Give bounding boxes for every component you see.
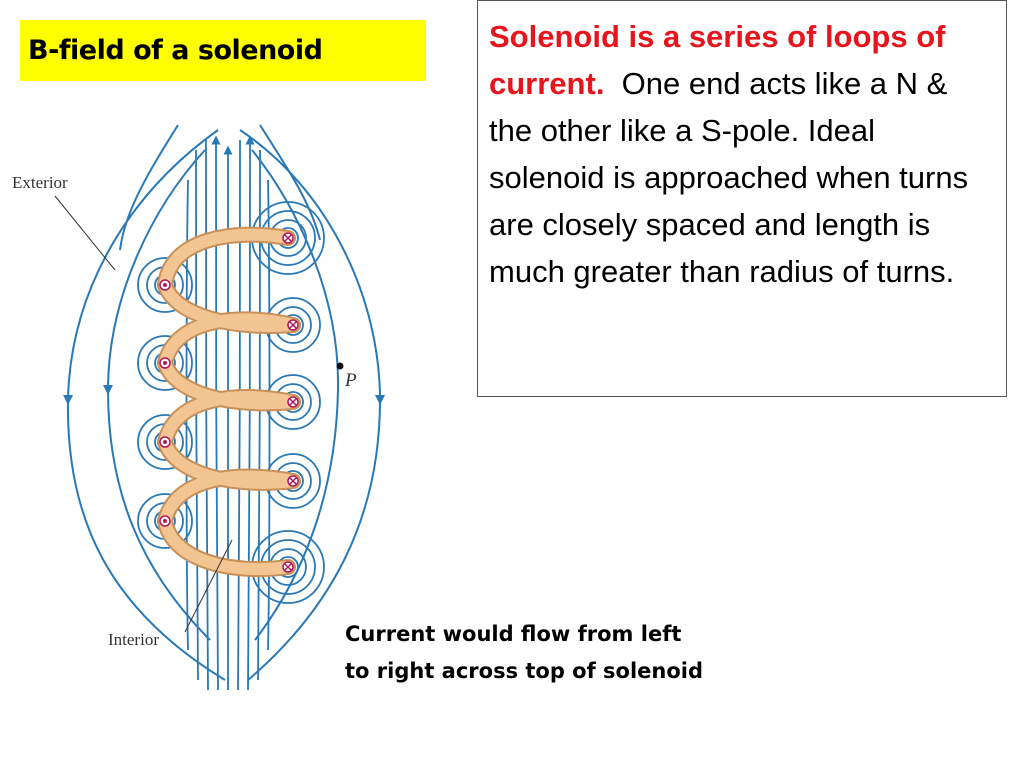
solenoid-field-diagram: P Exterior Interior <box>12 124 385 691</box>
point-p-label: P <box>344 370 357 391</box>
interior-leader-line <box>184 539 233 633</box>
solenoid-coil <box>157 226 301 578</box>
description-box: Solenoid is a series of loops of current… <box>477 0 1007 397</box>
caption: Current would flow from left to right ac… <box>345 616 785 690</box>
interior-field-lines <box>185 135 271 691</box>
exterior-leader-line <box>54 195 116 271</box>
current-out-markers <box>159 279 171 527</box>
caption-line-2: to right across top of solenoid <box>345 659 704 683</box>
description-highlight-tail: . <box>595 66 605 101</box>
point-p-marker <box>336 362 344 370</box>
description-highlight: Solenoid is a series of loops of current <box>489 19 946 101</box>
caption-line-1: Current would flow from left <box>345 622 682 646</box>
title-banner: B-field of a solenoid <box>20 20 426 81</box>
slide-title: B-field of a solenoid <box>28 35 323 66</box>
current-in-markers <box>282 232 299 573</box>
description-body: One end acts like a N & the other like a… <box>489 66 969 289</box>
exterior-label: Exterior <box>12 173 68 192</box>
interior-label: Interior <box>108 630 159 649</box>
